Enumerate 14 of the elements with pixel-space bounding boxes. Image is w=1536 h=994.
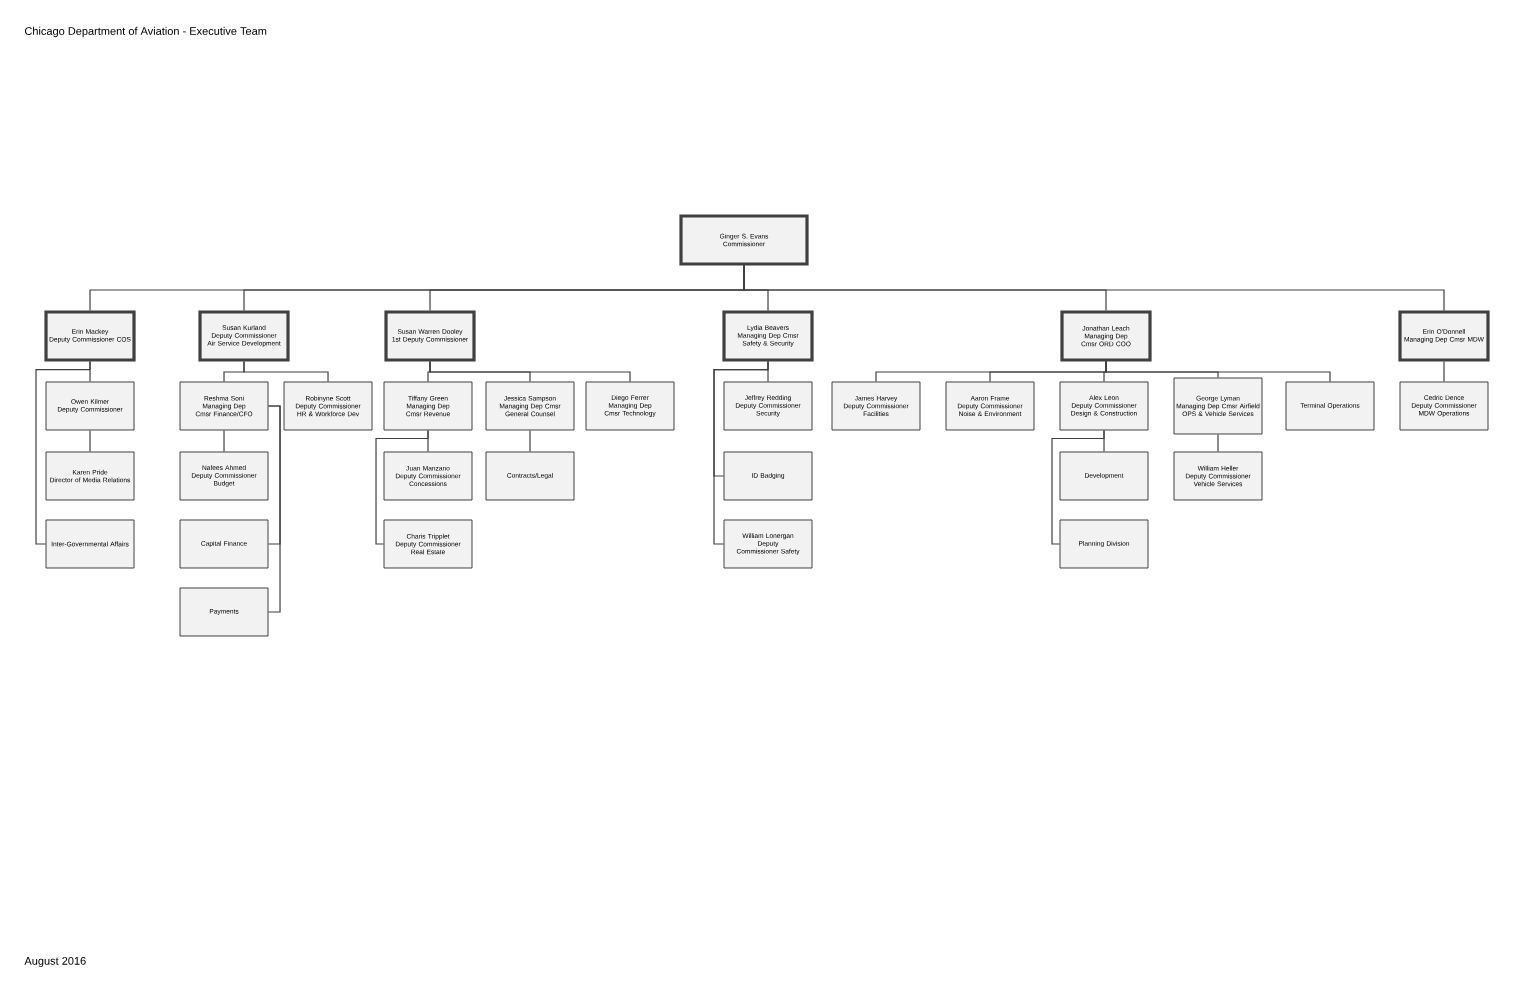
connector-line xyxy=(1443,361,1445,383)
connector-line xyxy=(243,361,329,383)
connector-line xyxy=(223,429,225,453)
connector-line xyxy=(1217,433,1219,453)
connector-line xyxy=(375,429,429,545)
connector-line xyxy=(1105,361,1331,383)
connector-line xyxy=(529,429,531,453)
connector-line xyxy=(429,361,631,383)
connector-line xyxy=(1051,429,1105,545)
connector-line xyxy=(35,361,91,545)
connector-line xyxy=(267,405,281,613)
connector-line xyxy=(89,429,91,453)
connector-line xyxy=(713,361,769,545)
connector-line xyxy=(743,265,1445,311)
